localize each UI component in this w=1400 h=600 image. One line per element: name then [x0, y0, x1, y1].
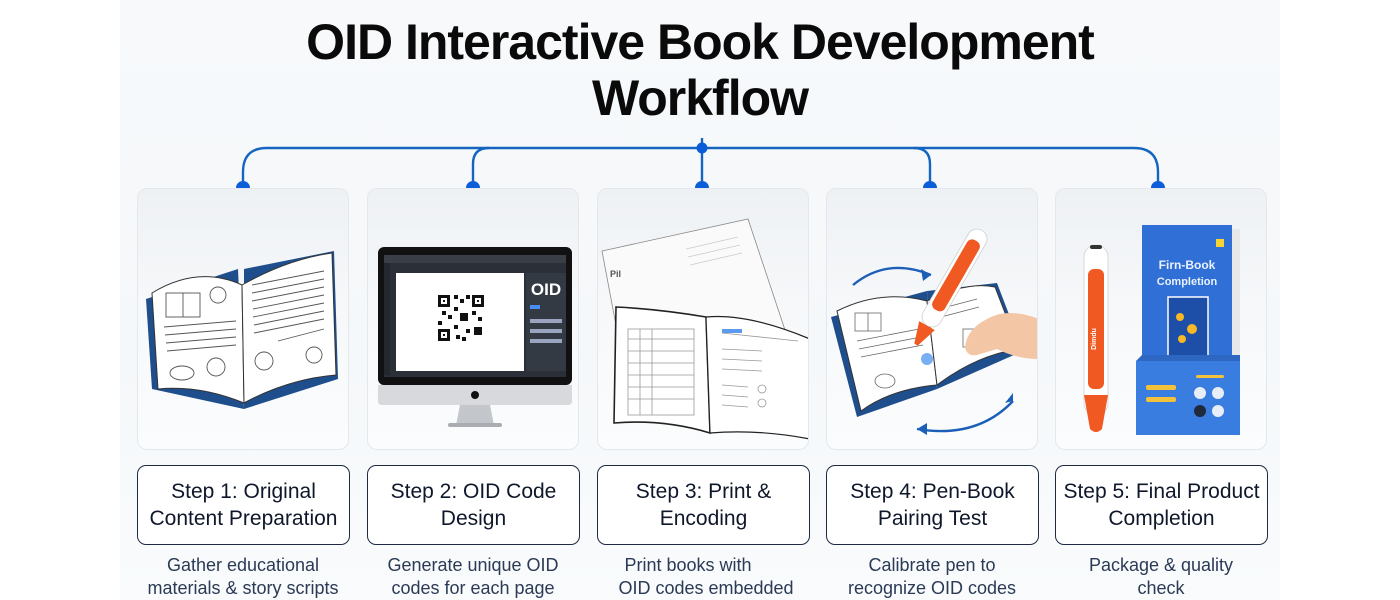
printed-pages-icon: Pil: [601, 218, 808, 440]
svg-text:Pil: Pil: [610, 269, 621, 279]
step-3-illustration-card: Pil: [597, 188, 809, 450]
step-3-desc-line-1: Print books with: [624, 555, 752, 575]
step-1-desc-line-2: materials & story scripts: [147, 578, 339, 598]
step-2-desc-line-1: Generate unique OID: [387, 555, 559, 575]
box-title-line-1: Firn-Book: [1159, 258, 1216, 272]
step-2-label: Step 2: OID Code Design: [367, 465, 580, 545]
step-4-description: Calibrate pen to recognize OID codes: [817, 554, 1047, 600]
step-4-illustration-card: [826, 188, 1038, 450]
step-5-label-line-2: Completion: [1108, 507, 1215, 530]
reader-pen: Dimdu: [1083, 244, 1109, 432]
title-line-2: Workflow: [591, 70, 809, 126]
qr-code: [438, 295, 484, 341]
step-2-label-line-2: Design: [440, 507, 507, 530]
step-5-illustration-card: Dimdu Firn-Book Completion: [1055, 188, 1267, 450]
title-line-1: OID Interactive Book Development: [306, 14, 1095, 70]
step-5-desc-line-2: check: [1137, 578, 1185, 598]
pen-on-book-icon: [831, 228, 1037, 435]
step-1-label-line-1: Step 1: Original: [171, 480, 316, 503]
step-2-illustration-card: OID: [367, 188, 579, 450]
svg-text:Dimdu: Dimdu: [1091, 328, 1098, 350]
step-1-illustration-card: [137, 188, 349, 450]
step-3-label-line-1: Step 3: Print &: [635, 480, 772, 503]
open-sketch-book-icon: [146, 251, 338, 409]
step-1-desc-line-1: Gather educational: [166, 555, 320, 575]
step-5-label-line-1: Step 5: Final Product: [1063, 480, 1260, 503]
step-1-description: Gather educational materials & story scr…: [128, 554, 358, 600]
step-4-label-line-1: Step 4: Pen-Book: [850, 480, 1015, 503]
step-4-label-line-2: Pairing Test: [877, 507, 988, 530]
step-5-desc-line-1: Package & quality: [1088, 555, 1234, 575]
step-5-description: Package & quality check: [1046, 554, 1276, 600]
step-3-desc-line-2: OID codes embedded: [618, 578, 794, 598]
step-2-label-line-1: Step 2: OID Code: [390, 480, 557, 503]
step-3-description: Print books with OID codes embedded: [591, 554, 821, 600]
step-1-label-line-2: Content Preparation: [149, 507, 338, 530]
step-3-label: Step 3: Print & Encoding: [597, 465, 810, 545]
step-2-description: Generate unique OID codes for each page: [358, 554, 588, 600]
step-1-label: Step 1: Original Content Preparation: [137, 465, 350, 545]
step-4-label: Step 4: Pen-Book Pairing Test: [826, 465, 1039, 545]
step-5-label: Step 5: Final Product Completion: [1055, 465, 1268, 545]
step-4-desc-line-2: recognize OID codes: [847, 578, 1017, 598]
monitor-qr-code-icon: OID: [378, 247, 572, 427]
page-title: OID Interactive Book Development Workflo…: [120, 14, 1280, 126]
step-2-desc-line-2: codes for each page: [391, 578, 555, 598]
step-4-desc-line-1: Calibrate pen to: [868, 555, 996, 575]
apple-logo-icon: [471, 391, 479, 399]
reader-pen: [914, 228, 988, 346]
oid-screen-label: OID: [531, 280, 561, 299]
step-3-label-line-2: Encoding: [659, 507, 748, 530]
box-title-line-2: Completion: [1157, 276, 1218, 288]
packaged-product-icon: Dimdu Firn-Book Completion: [1083, 225, 1240, 435]
